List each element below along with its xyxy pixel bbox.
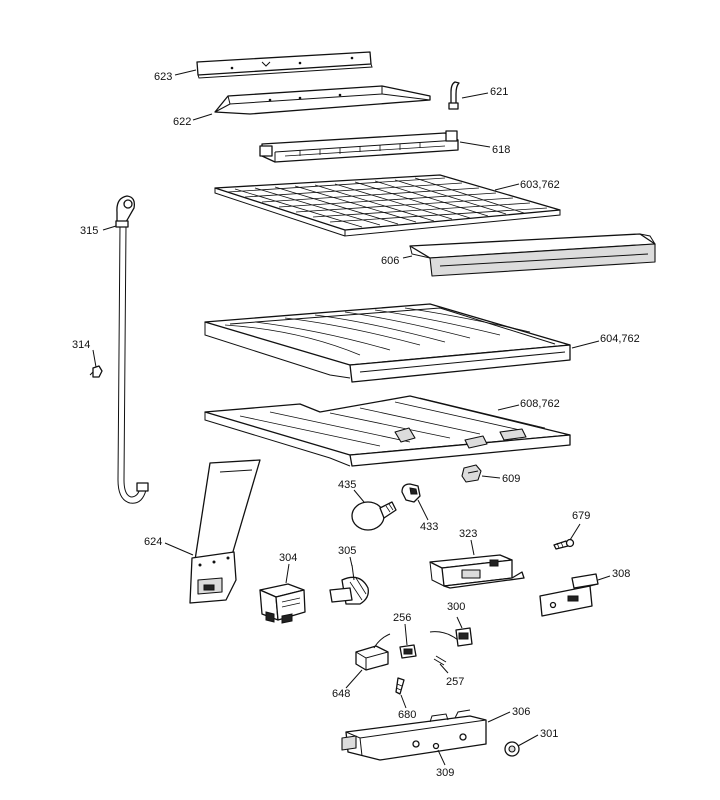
label-621: 621 [490, 86, 508, 98]
part-433-socket [401, 483, 421, 503]
label-622: 622 [173, 116, 191, 128]
part-648-capacitor [355, 633, 391, 671]
part-301-grommet [504, 741, 520, 757]
part-622-tray [214, 85, 431, 115]
label-648: 648 [332, 688, 350, 700]
label-309: 309 [436, 767, 454, 779]
label-624: 624 [144, 536, 162, 548]
part-609-clip [461, 464, 482, 483]
label-315: 315 [80, 225, 98, 237]
label-305: 305 [338, 545, 356, 557]
label-679: 679 [572, 510, 590, 522]
part-labels: 623 622 621 618 603,762 315 606 604,762 … [72, 71, 640, 779]
part-257-screw [433, 655, 447, 666]
label-300: 300 [447, 601, 465, 613]
label-435: 435 [338, 479, 356, 491]
part-323-bracket [429, 554, 525, 589]
leader-lines [92, 69, 611, 766]
label-306: 306 [512, 706, 530, 718]
part-304-relay [259, 583, 306, 624]
part-315-drain-tube [115, 195, 149, 504]
part-621-tube [448, 81, 460, 110]
part-306-bottom-bracket [341, 709, 487, 761]
part-256-connector [399, 644, 417, 659]
label-606: 606 [381, 255, 399, 267]
label-314: 314 [72, 339, 90, 351]
part-604-frame-shelf [204, 303, 571, 383]
label-257: 257 [446, 676, 464, 688]
part-300-overload [429, 627, 473, 647]
part-435-light-bulb [351, 501, 397, 531]
label-308: 308 [612, 568, 630, 580]
part-314-clip [89, 365, 103, 378]
label-623: 623 [154, 71, 172, 83]
label-680: 680 [398, 709, 416, 721]
part-624-control-board [189, 459, 261, 604]
label-618: 618 [492, 144, 510, 156]
label-603-762: 603,762 [520, 179, 560, 191]
label-608-762: 608,762 [520, 398, 560, 410]
label-604-762: 604,762 [600, 333, 640, 345]
part-305-timer [329, 564, 369, 605]
label-256: 256 [393, 612, 411, 624]
part-308-bracket [539, 573, 599, 617]
part-608-tray [204, 395, 571, 467]
label-433: 433 [420, 521, 438, 533]
part-623-strip [196, 51, 373, 79]
label-304: 304 [279, 552, 297, 564]
part-680-screw [395, 677, 405, 695]
label-323: 323 [459, 528, 477, 540]
part-618-frame [259, 130, 459, 163]
part-603-wire-shelf [214, 174, 561, 237]
label-609: 609 [502, 473, 520, 485]
label-301: 301 [540, 728, 558, 740]
part-606-cover [409, 233, 656, 277]
part-679-screw [553, 538, 575, 550]
